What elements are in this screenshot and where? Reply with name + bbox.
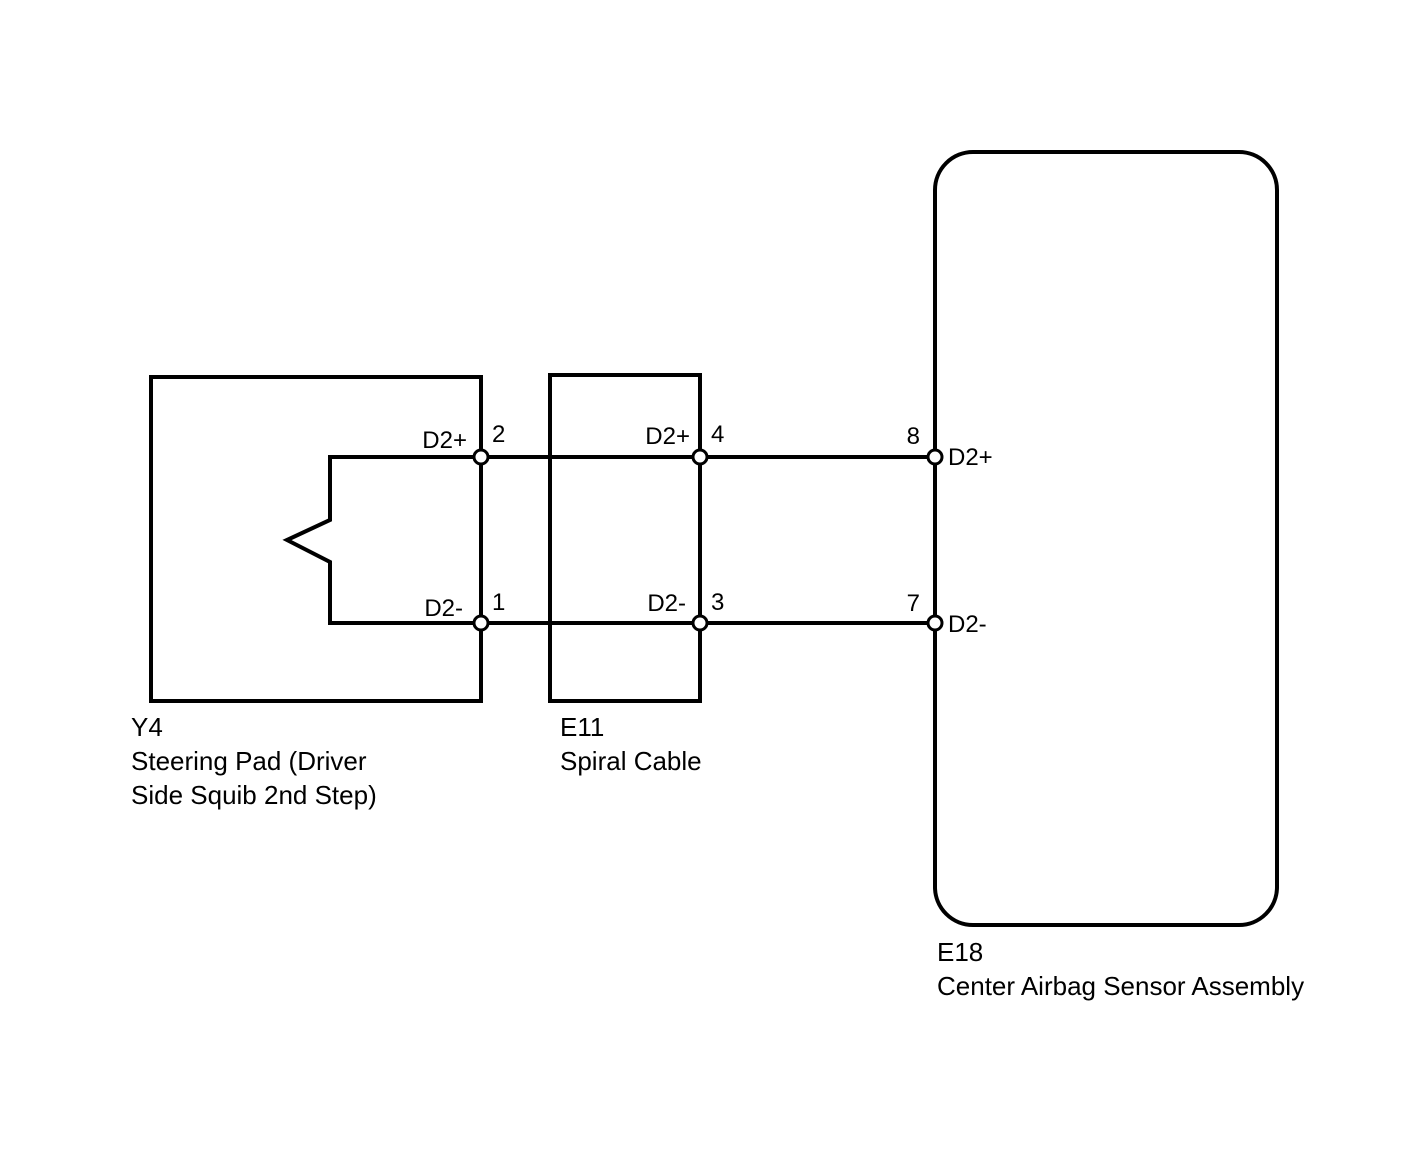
- e11-name-label: Spiral Cable: [560, 746, 702, 776]
- e18-code-label: E18: [937, 937, 983, 967]
- y4-pin-2: [472, 448, 490, 466]
- e18-signal-pos: D2+: [948, 444, 993, 471]
- e18-pin-number-neg: 7: [907, 590, 920, 617]
- y4-code-label: Y4: [131, 712, 163, 742]
- e18-pin-number-pos: 8: [907, 423, 920, 450]
- e11-code-label: E11: [560, 712, 604, 742]
- y4-name-line-1: Steering Pad (Driver: [131, 746, 367, 776]
- y4-pin-number-neg: 1: [492, 589, 505, 616]
- y4-steering-pad-box: [149, 375, 483, 703]
- y4-signal-pos: D2+: [422, 427, 467, 454]
- e18-pin-7: [926, 614, 944, 632]
- e11-signal-pos: D2+: [645, 423, 690, 450]
- e11-pin-number-neg: 3: [711, 589, 724, 616]
- e11-pin-4: [691, 448, 709, 466]
- e11-pin-3: [691, 614, 709, 632]
- e18-pin-8: [926, 448, 944, 466]
- e11-signal-neg: D2-: [647, 590, 686, 617]
- y4-pin-1: [472, 614, 490, 632]
- e18-signal-neg: D2-: [948, 611, 987, 638]
- y4-signal-neg: D2-: [424, 595, 463, 622]
- e18-name-label: Center Airbag Sensor Assembly: [937, 971, 1304, 1001]
- e18-airbag-sensor-box: [933, 150, 1279, 927]
- e11-pin-number-pos: 4: [711, 421, 724, 448]
- y4-pin-number-pos: 2: [492, 421, 505, 448]
- y4-name-line-2: Side Squib 2nd Step): [131, 780, 377, 810]
- squib-element: [282, 455, 481, 625]
